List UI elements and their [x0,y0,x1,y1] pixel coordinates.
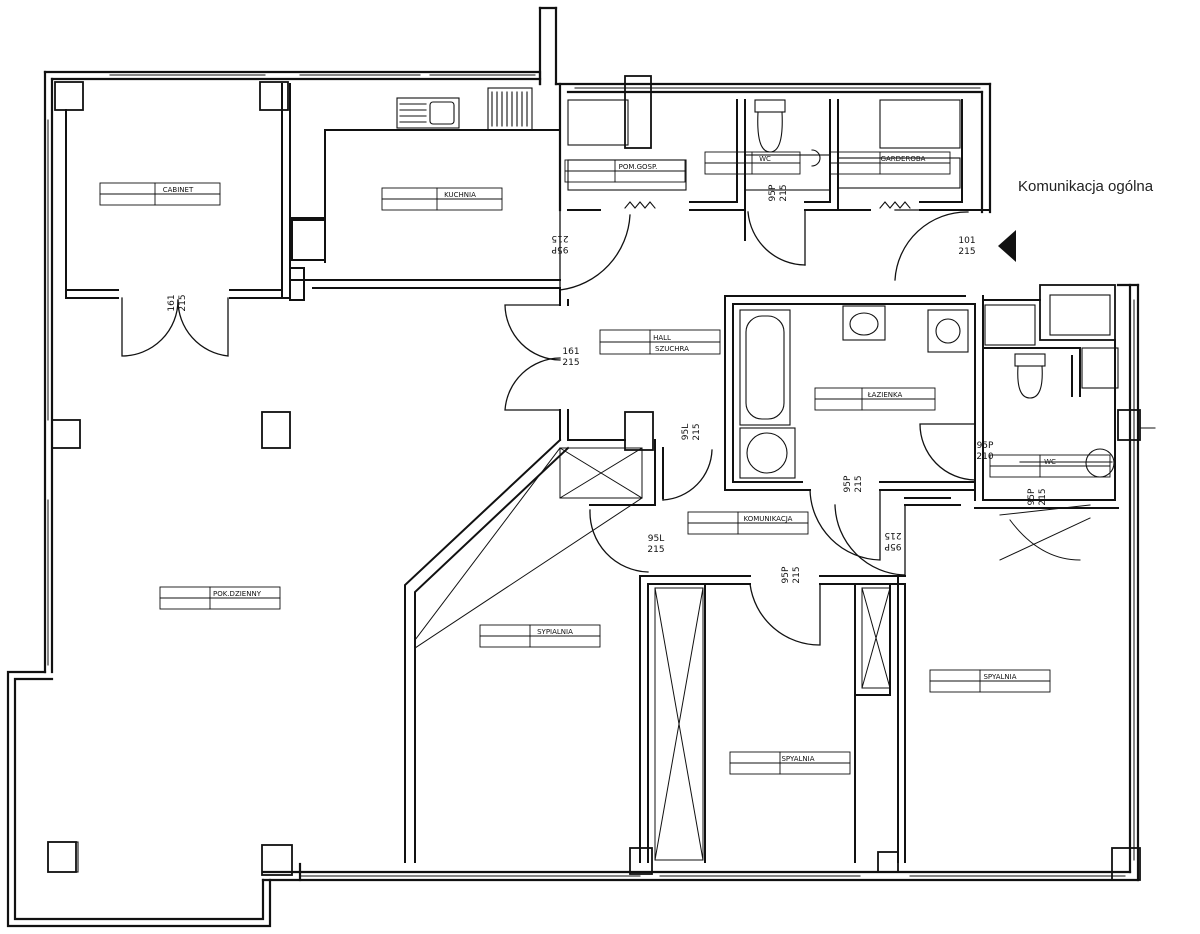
svg-text:215: 215 [779,184,789,201]
svg-text:215: 215 [692,423,702,440]
door-swings [121,209,976,646]
door-label-bed1: 95L 215 [681,423,702,440]
room-label-wc2: WC [1044,458,1056,466]
svg-text:215: 215 [854,475,864,492]
door-label-cabinet: 161 215 [167,294,188,311]
structural-columns [47,75,1141,881]
svg-text:215: 215 [1038,488,1048,505]
windows [47,74,1135,877]
svg-text:215: 215 [551,233,568,243]
svg-text:95P: 95P [977,441,994,451]
room-label-hall2: SZUCHRA [655,345,689,353]
svg-text:95P: 95P [781,566,791,583]
svg-text:161: 161 [562,347,579,357]
door-label-bath: 95P 215 [843,475,864,493]
svg-text:95L: 95L [681,424,691,440]
room-label-bathroom: ŁAZIENKA [867,391,903,399]
door-label-corridor-left: 95L 215 [647,534,664,555]
svg-text:95L: 95L [648,534,664,544]
door-label-wc1: 95P 215 [768,184,789,202]
room-label-hall: HALL [653,334,671,342]
svg-text:95P: 95P [551,244,568,254]
svg-text:215: 215 [958,247,975,257]
door-label-wc2b: 95P 215 [1027,488,1048,506]
door-labels: 161 215 95P 215 95P 215 101 215 161 215 … [167,184,1048,584]
interior-walls [65,83,1119,863]
svg-text:95P: 95P [768,184,778,201]
svg-text:95P: 95P [843,475,853,492]
door-label-entry: 101 215 [958,236,975,257]
svg-text:215: 215 [647,545,664,555]
room-label-bed1: SYPIALNIA [537,628,573,636]
room-label-utility: POM.GOSP. [619,163,658,171]
svg-text:210: 210 [976,452,993,462]
room-label-wardrobe: GARDEROBA [881,155,926,163]
svg-text:161: 161 [167,294,177,311]
door-label-bed2: 95P 215 [781,566,802,584]
svg-text:95P: 95P [884,541,901,551]
room-label-bed2: SPYALNIA [781,755,814,763]
svg-text:101: 101 [958,236,975,246]
room-label-living: POK.DZIENNY [213,590,262,598]
room-label-bed3: SPYALNIA [983,673,1016,681]
access-note: Komunikacja ogólna [1018,178,1154,195]
door-label-corridor-right: 95P 215 [884,530,902,551]
svg-text:215: 215 [178,294,188,311]
door-label-kitchen: 95P 215 [551,233,569,254]
svg-text:215: 215 [792,566,802,583]
entry-arrow-icon [998,230,1016,262]
door-label-living: 161 215 [562,347,579,368]
room-tags [99,151,1111,775]
room-label-kitchen: KUCHNIA [444,191,476,199]
room-label-cabinet: CABINET [163,186,194,194]
svg-text:95P: 95P [1027,488,1037,505]
svg-text:215: 215 [562,358,579,368]
outer-walls [6,6,1140,928]
shaft-crosses [414,447,1091,861]
door-label-wc2: 95P 210 [976,441,994,462]
room-label-wc1: WC [759,155,771,163]
room-labels: CABINET KUCHNIA POM.GOSP. WC GARDEROBA H… [163,155,1056,763]
room-label-corridor: KOMUNIKACJA [744,515,793,523]
fixtures [47,87,1119,873]
svg-text:215: 215 [884,530,901,540]
